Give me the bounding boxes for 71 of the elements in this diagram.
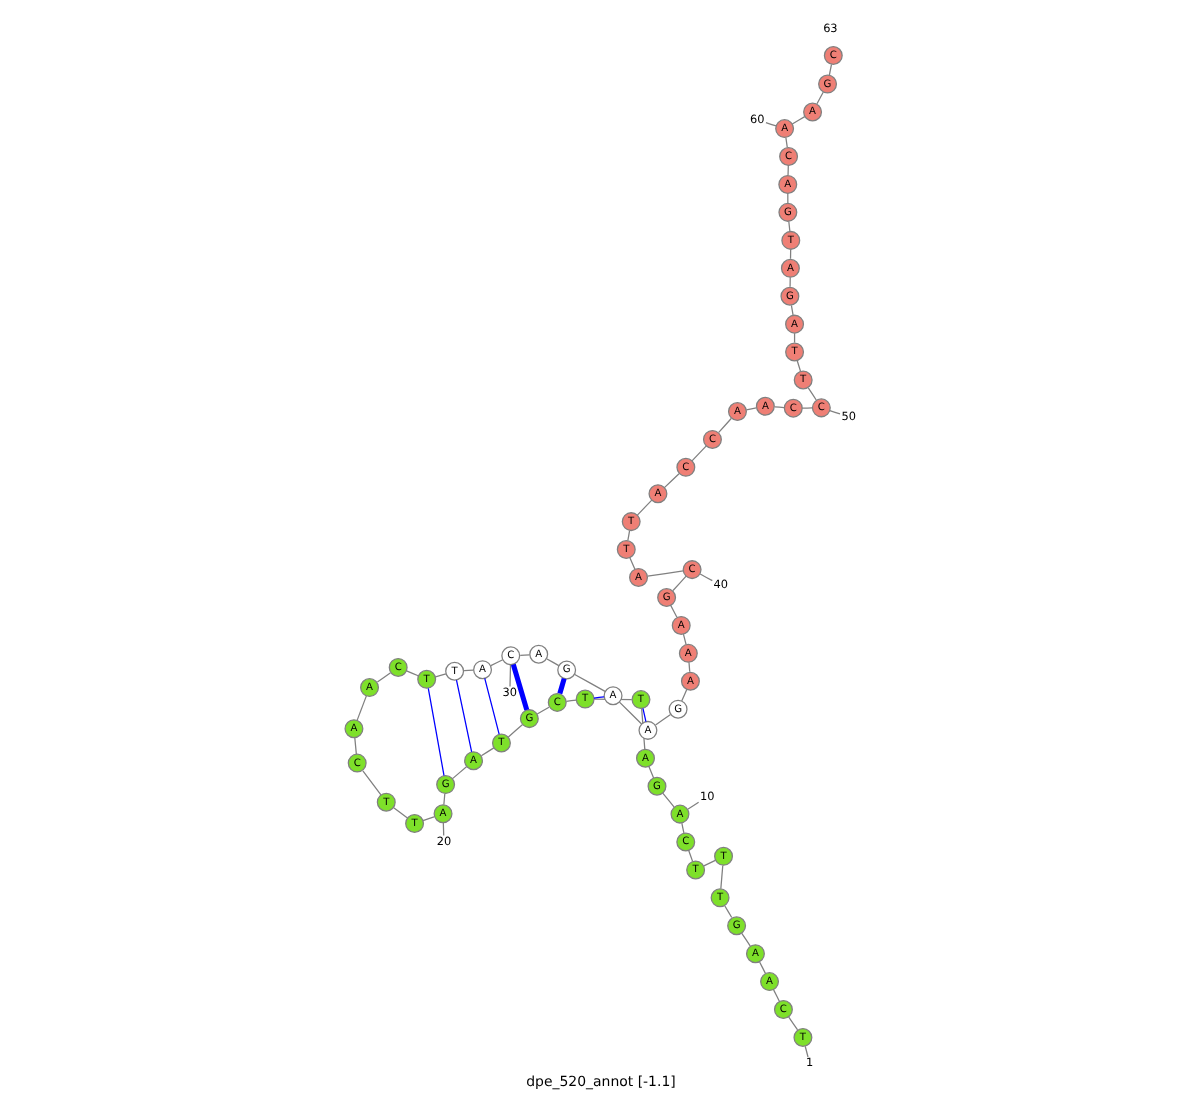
connector [671, 575, 686, 592]
connector [662, 473, 679, 489]
connector [773, 406, 784, 409]
connector [479, 747, 494, 757]
connector [661, 792, 674, 808]
connector [442, 793, 445, 806]
connector [772, 989, 779, 1002]
connector [506, 724, 522, 738]
connector [361, 770, 381, 796]
connector [800, 407, 812, 409]
connector [421, 816, 434, 822]
connector [617, 701, 642, 725]
connector [353, 736, 356, 755]
connector [647, 765, 654, 779]
connector [758, 961, 766, 974]
connector [686, 801, 699, 810]
connector [744, 407, 756, 411]
connector [355, 695, 367, 722]
connector [626, 530, 630, 542]
connector [717, 417, 731, 433]
connector [635, 499, 652, 516]
connector [508, 664, 511, 688]
connector [687, 661, 690, 673]
connector [564, 699, 576, 702]
connector [509, 663, 529, 711]
connector [789, 304, 793, 316]
connector [784, 137, 787, 149]
connector [680, 822, 684, 834]
connector [592, 698, 632, 701]
connector [787, 220, 790, 233]
connector [680, 688, 687, 702]
connector [723, 905, 732, 919]
connector [740, 932, 750, 947]
connector [803, 1045, 808, 1058]
connector [640, 707, 645, 750]
connector [795, 360, 801, 372]
connector [764, 122, 776, 127]
connector [454, 679, 472, 753]
connector [788, 276, 790, 288]
connector [628, 557, 635, 570]
connector [690, 445, 706, 462]
connector [483, 677, 499, 735]
connector [433, 673, 446, 678]
connector [790, 116, 805, 125]
connector [450, 766, 467, 780]
connector [702, 859, 715, 867]
connector [681, 633, 686, 646]
connector [828, 410, 840, 415]
connector [518, 654, 530, 656]
connector [698, 573, 712, 582]
connector [556, 677, 566, 695]
connector [375, 672, 391, 683]
connector [787, 1016, 798, 1031]
connector [719, 864, 723, 890]
connector [535, 706, 549, 715]
connector [641, 707, 646, 723]
connector [592, 696, 604, 699]
connector [687, 850, 693, 862]
connector [545, 658, 559, 667]
connector [489, 659, 503, 667]
connector [786, 164, 788, 176]
connector [404, 670, 418, 677]
connector [645, 570, 683, 577]
connector [573, 673, 605, 692]
connector [806, 387, 817, 401]
connector [392, 807, 408, 819]
connector [653, 713, 671, 726]
connector [827, 63, 832, 76]
connector [669, 604, 677, 618]
connector [426, 687, 444, 777]
connector [815, 91, 823, 105]
